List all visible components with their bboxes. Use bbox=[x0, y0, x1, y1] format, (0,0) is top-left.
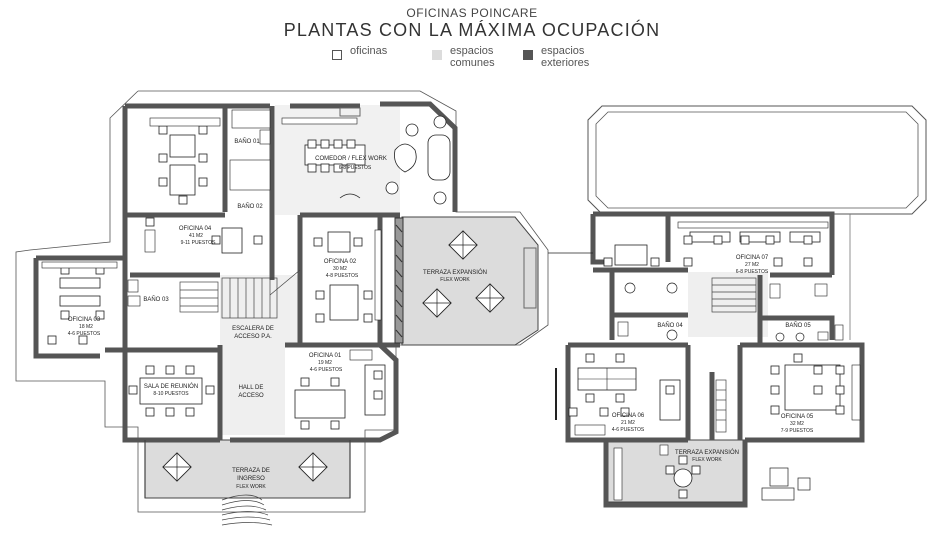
label-terraza-ingreso-flex: FLEX WORK bbox=[236, 484, 266, 490]
label-oficina-03-puestos: 4-6 PUESTOS bbox=[68, 331, 101, 337]
label-oficina-05-m2: 32 M2 bbox=[790, 421, 804, 427]
label-hall-2: ACCESO bbox=[238, 393, 264, 399]
label-oficina-07-m2: 27 M2 bbox=[745, 262, 759, 268]
label-terraza-ingreso-2: INGRESO bbox=[237, 476, 265, 482]
label-oficina-04: OFICINA 04 bbox=[179, 226, 212, 232]
label-oficina-07: OFICINA 07 bbox=[736, 255, 769, 261]
label-bano-03: BAÑO 03 bbox=[143, 296, 169, 303]
label-bano-05: BAÑO 05 bbox=[785, 322, 811, 329]
legend-item-oficinas: oficinas bbox=[332, 45, 387, 60]
label-bano-02: BAÑO 02 bbox=[237, 203, 263, 210]
label-terraza-expansion-1: TERRAZA EXPANSIÓN bbox=[423, 269, 487, 276]
label-oficina-02-m2: 30 M2 bbox=[333, 266, 347, 272]
legend-item-exteriores: espacios exteriores bbox=[523, 45, 589, 69]
label-terraza-expansion-1-flex: FLEX WORK bbox=[440, 277, 470, 283]
label-oficina-05: OFICINA 05 bbox=[781, 414, 814, 420]
legend-label: oficinas bbox=[350, 45, 388, 57]
label-bano-04: BAÑO 04 bbox=[657, 322, 683, 329]
legend-swatch-white bbox=[332, 50, 342, 60]
label-hall: HALL DE bbox=[239, 385, 264, 391]
label-oficina-04-m2: 41 M2 bbox=[189, 233, 203, 239]
legend-swatch-light bbox=[432, 50, 442, 60]
label-oficina-04-puestos: 9-11 PUESTOS bbox=[181, 240, 216, 246]
legend-swatch-dark bbox=[523, 50, 533, 60]
plan-subtitle: OFICINAS POINCARE bbox=[406, 6, 538, 20]
legend-label: espacios comunes bbox=[450, 45, 495, 69]
left-floor-plan bbox=[15, 90, 549, 526]
label-oficina-01: OFICINA 01 bbox=[309, 353, 342, 359]
label-oficina-06-m2: 21 M2 bbox=[621, 420, 635, 426]
label-comedor-puestos: 6-8 PUESTOS bbox=[339, 165, 372, 171]
label-oficina-01-m2: 19 M2 bbox=[318, 360, 332, 366]
label-sala-reunion: SALA DE REUNIÓN bbox=[144, 383, 198, 390]
label-oficina-05-puestos: 7-9 PUESTOS bbox=[781, 428, 814, 434]
label-comedor: COMEDOR / FLEX WORK bbox=[315, 156, 387, 162]
label-oficina-02: OFICINA 02 bbox=[324, 259, 357, 265]
label-oficina-07-puestos: 6-8 PUESTOS bbox=[736, 269, 769, 275]
label-oficina-06: OFICINA 06 bbox=[612, 413, 645, 419]
legend-item-comunes: espacios comunes bbox=[432, 45, 495, 69]
label-oficina-02-puestos: 4-8 PUESTOS bbox=[326, 273, 359, 279]
label-bano-01: BAÑO 01 bbox=[234, 138, 260, 145]
label-escalera: ESCALERA DE bbox=[232, 326, 274, 332]
label-oficina-06-puestos: 4-6 PUESTOS bbox=[612, 427, 645, 433]
label-terraza-expansion-2: TERRAZA EXPANSIÓN bbox=[675, 449, 739, 456]
label-terraza-expansion-2-flex: FLEX WORK bbox=[692, 457, 722, 463]
label-oficina-03: OFICINA 03 bbox=[68, 317, 101, 323]
label-sala-reunion-puestos: 8-10 PUESTOS bbox=[153, 391, 189, 397]
right-floor-plan bbox=[548, 105, 927, 508]
legend-label: espacios exteriores bbox=[541, 45, 590, 69]
label-oficina-01-puestos: 4-6 PUESTOS bbox=[310, 367, 343, 373]
plan-title: PLANTAS CON LA MÁXIMA OCUPACIÓN bbox=[283, 20, 661, 40]
label-escalera-2: ACCESO P.A. bbox=[234, 334, 272, 340]
label-oficina-03-m2: 18 M2 bbox=[79, 324, 93, 330]
label-terraza-ingreso: TERRAZA DE bbox=[232, 468, 270, 474]
